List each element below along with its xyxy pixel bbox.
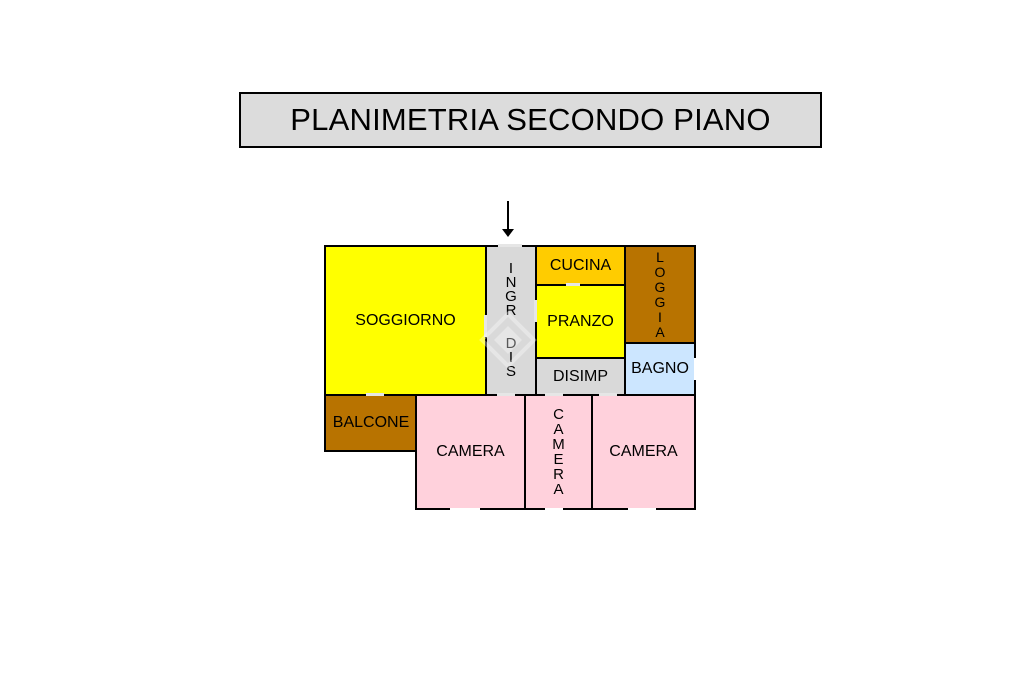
door-opening xyxy=(498,244,522,247)
room-camera-left: CAMERA xyxy=(415,394,526,510)
door-opening xyxy=(599,393,617,396)
room-disimp: DISIMP xyxy=(535,357,626,396)
watermark-icon xyxy=(479,311,537,369)
door-opening xyxy=(566,283,580,286)
room-label-soggiorno: SOGGIORNO xyxy=(355,311,456,329)
room-pranzo: PRANZO xyxy=(535,284,626,359)
door-opening xyxy=(694,358,697,380)
door-opening xyxy=(545,393,563,396)
window-opening xyxy=(628,508,656,511)
room-label-balcone: BALCONE xyxy=(332,414,410,431)
page-title: PLANIMETRIA SECONDO PIANO xyxy=(239,92,822,148)
entrance-arrow-icon xyxy=(507,201,509,231)
room-label-camera-right: CAMERA xyxy=(609,443,678,460)
room-label-camera-mid: C A M E R A xyxy=(552,406,565,498)
door-opening xyxy=(534,300,537,322)
room-label-disimp: DISIMP xyxy=(552,367,609,385)
room-soggiorno: SOGGIORNO xyxy=(324,245,487,396)
window-opening xyxy=(545,508,563,511)
room-camera-right: CAMERA xyxy=(591,394,696,510)
door-opening xyxy=(366,393,384,396)
room-cucina: CUCINA xyxy=(535,245,626,286)
room-balcone: BALCONE xyxy=(324,394,418,452)
room-label-pranzo: PRANZO xyxy=(547,312,614,330)
room-label-ingr: I N G R xyxy=(505,260,517,320)
room-bagno: BAGNO xyxy=(624,342,696,396)
room-camera-mid: C A M E R A xyxy=(524,394,593,510)
room-loggia: L O G G I A xyxy=(624,245,696,344)
door-opening xyxy=(497,393,515,396)
down-arrow-icon xyxy=(502,229,514,237)
room-label-bagno: BAGNO xyxy=(631,360,689,377)
room-label-loggia: L O G G I A xyxy=(654,248,666,340)
room-label-dis: D I S xyxy=(505,336,517,380)
room-label-cucina: CUCINA xyxy=(549,256,612,274)
door-opening xyxy=(484,315,487,337)
window-opening xyxy=(450,508,480,511)
room-label-camera-left: CAMERA xyxy=(436,443,505,460)
